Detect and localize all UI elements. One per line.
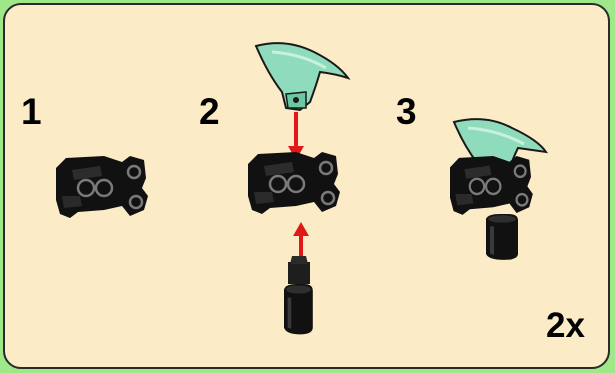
black-cylinder-pin-icon bbox=[284, 256, 313, 335]
black-connector-block-icon bbox=[246, 150, 342, 216]
step-number-2: 2 bbox=[199, 91, 220, 132]
black-connector-block-icon bbox=[54, 154, 150, 220]
step-number-3: 3 bbox=[396, 91, 417, 132]
step-number-1: 1 bbox=[21, 91, 42, 132]
quantity-label: 2x bbox=[546, 306, 585, 345]
green-fin-blade-icon bbox=[254, 42, 351, 112]
assembled-fin-unit-icon bbox=[448, 118, 549, 260]
